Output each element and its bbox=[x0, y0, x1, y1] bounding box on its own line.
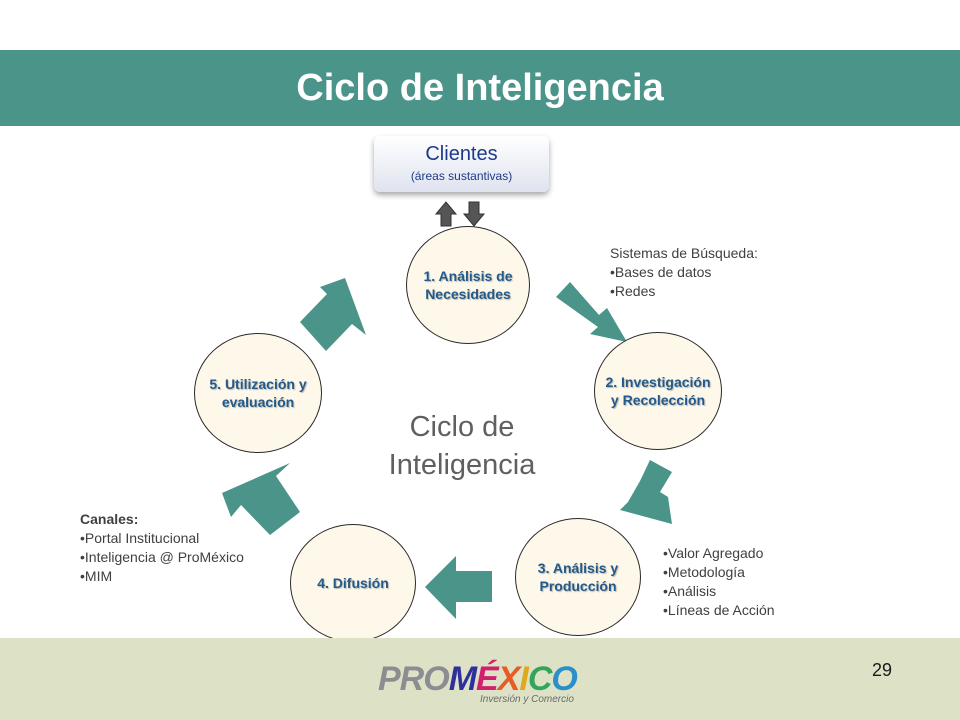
list-item: •Metodología bbox=[663, 564, 745, 580]
page-number: 29 bbox=[872, 660, 893, 680]
logo-letter-x: X bbox=[497, 660, 521, 698]
page-title: Ciclo de Inteligencia bbox=[296, 67, 664, 109]
stage-2-node: 2. Investigación y Recolección bbox=[594, 332, 722, 450]
footer-band bbox=[0, 638, 960, 720]
logo-letter-o: O bbox=[551, 660, 577, 698]
channels-note: Canales: •Portal Institucional •Intelige… bbox=[80, 510, 244, 586]
list-item: •Líneas de Acción bbox=[663, 602, 775, 618]
stage-5-label: 5. Utilización y evaluación bbox=[209, 376, 307, 410]
value-added-note: •Valor Agregado •Metodología •Análisis •… bbox=[663, 544, 775, 620]
logo-pro: PRO bbox=[378, 660, 450, 698]
list-item: •Valor Agregado bbox=[663, 545, 764, 561]
logo-letter-m: M bbox=[448, 660, 477, 698]
arrow-3-to-4 bbox=[425, 556, 492, 619]
clients-title: Clientes bbox=[425, 143, 498, 165]
logo-tagline: Inversión y Comercio bbox=[480, 694, 574, 705]
arrow-5-to-1 bbox=[300, 278, 366, 351]
stage-2-label: 2. Investigación y Recolección bbox=[605, 374, 711, 408]
stage-3-label: 3. Análisis y Producción bbox=[537, 560, 619, 594]
title-bar: Ciclo de Inteligencia bbox=[0, 50, 960, 126]
stage-5-node: 5. Utilización y evaluación bbox=[194, 333, 322, 453]
logo-letter-c: C bbox=[527, 660, 553, 698]
list-item: •Análisis bbox=[663, 583, 717, 599]
promexico-logo: PROMÉXICO Inversión y Comercio bbox=[378, 660, 588, 708]
list-item: •Bases de datos bbox=[610, 264, 712, 280]
arrow-4-to-5 bbox=[222, 463, 300, 535]
search-systems-note: Sistemas de Búsqueda: •Bases de datos •R… bbox=[610, 244, 758, 301]
up-arrow-icon bbox=[434, 201, 458, 227]
search-systems-heading: Sistemas de Búsqueda: bbox=[610, 245, 758, 261]
list-item: •Inteligencia @ ProMéxico bbox=[80, 549, 244, 565]
list-item: •MIM bbox=[80, 568, 113, 584]
center-label: Ciclo de Inteligencia bbox=[388, 411, 536, 481]
list-item: •Portal Institucional bbox=[80, 530, 200, 546]
channels-heading: Canales: bbox=[80, 511, 139, 527]
stage-4-label: 4. Difusión bbox=[317, 575, 389, 591]
stage-3-node: 3. Análisis y Producción bbox=[515, 518, 641, 636]
logo-letter-i: I bbox=[519, 660, 529, 698]
stage-4-node: 4. Difusión bbox=[290, 524, 416, 642]
logo-letter-e: É bbox=[476, 660, 499, 698]
arrow-1-to-2 bbox=[556, 282, 627, 342]
clients-box: Clientes (áreas sustantivas) bbox=[374, 136, 549, 192]
arrow-2-to-3 bbox=[620, 460, 672, 524]
stage-1-node: 1. Análisis de Necesidades bbox=[406, 226, 530, 344]
clients-subtitle: (áreas sustantivas) bbox=[410, 169, 513, 183]
list-item: •Redes bbox=[610, 283, 656, 299]
down-arrow-icon bbox=[462, 201, 486, 227]
stage-1-label: 1. Análisis de Necesidades bbox=[423, 268, 513, 302]
